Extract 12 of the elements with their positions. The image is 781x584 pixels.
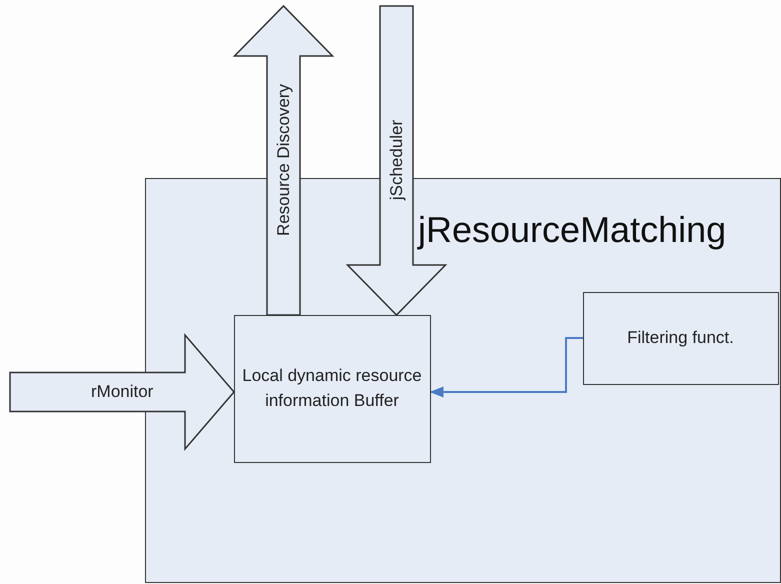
box-label: Filtering funct.: [627, 326, 734, 349]
box-label: Local dynamic resource information Buffer: [241, 364, 423, 412]
arrow: [430, 337, 583, 398]
container-title: jResourceMatching: [418, 209, 726, 251]
process-box: [582, 292, 778, 384]
block-arrow: [346, 5, 448, 316]
edge-label: rMonitor: [91, 382, 154, 402]
block-arrow: [9, 332, 235, 452]
block-arrow: [232, 4, 334, 316]
edge-label: jScheduler: [386, 120, 407, 200]
edge-label: Resource Discovery: [274, 84, 294, 236]
process-box: [234, 314, 430, 462]
